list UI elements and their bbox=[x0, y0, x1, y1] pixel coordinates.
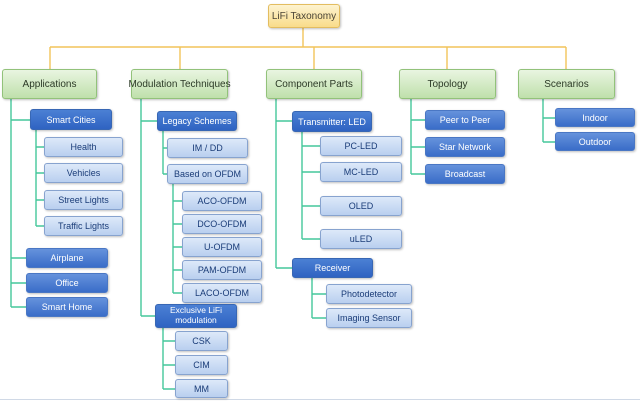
node-uled: uLED bbox=[320, 229, 402, 249]
node-applications: Applications bbox=[2, 69, 97, 99]
node-im-dd: IM / DD bbox=[167, 138, 248, 158]
node-exclusive-lifi-modulation: Exclusive LiFi modulation bbox=[155, 304, 237, 328]
node-component-parts: Component Parts bbox=[266, 69, 362, 99]
node-office: Office bbox=[26, 273, 108, 293]
node-health: Health bbox=[44, 137, 123, 157]
node-legacy-schemes: Legacy Schemes bbox=[157, 111, 237, 131]
node-based-on-ofdm: Based on OFDM bbox=[167, 164, 248, 184]
node-smart-cities: Smart Cities bbox=[30, 109, 112, 130]
node-indoor: Indoor bbox=[555, 108, 635, 127]
node-transmitter-led: Transmitter: LED bbox=[292, 111, 372, 132]
node-oled: OLED bbox=[320, 196, 402, 216]
node-lifi-taxonomy: LiFi Taxonomy bbox=[268, 4, 340, 28]
node-smart-home: Smart Home bbox=[26, 297, 108, 317]
node-peer-to-peer: Peer to Peer bbox=[425, 110, 505, 130]
node-topology: Topology bbox=[399, 69, 496, 99]
node-laco-ofdm: LACO-OFDM bbox=[182, 283, 262, 303]
node-vehicles: Vehicles bbox=[44, 163, 123, 183]
node-pam-ofdm: PAM-OFDM bbox=[182, 260, 262, 280]
node-street-lights: Street Lights bbox=[44, 190, 123, 210]
node-mc-led: MC-LED bbox=[320, 162, 402, 182]
node-u-ofdm: U-OFDM bbox=[182, 237, 262, 257]
node-outdoor: Outdoor bbox=[555, 132, 635, 151]
node-photodetector: Photodetector bbox=[326, 284, 412, 304]
node-broadcast: Broadcast bbox=[425, 164, 505, 184]
node-cim: CIM bbox=[175, 355, 228, 375]
node-mm: MM bbox=[175, 379, 228, 398]
node-star-network: Star Network bbox=[425, 137, 505, 157]
node-imaging-sensor: Imaging Sensor bbox=[326, 308, 412, 328]
node-csk: CSK bbox=[175, 331, 228, 351]
node-aco-ofdm: ACO-OFDM bbox=[182, 191, 262, 211]
node-modulation-techniques: Modulation Techniques bbox=[128, 69, 231, 99]
node-receiver: Receiver bbox=[292, 258, 373, 278]
root-connectors bbox=[49, 28, 567, 69]
node-airplane: Airplane bbox=[26, 248, 108, 268]
node-pc-led: PC-LED bbox=[320, 136, 402, 156]
node-scenarios: Scenarios bbox=[518, 69, 615, 99]
tree-connectors bbox=[10, 99, 555, 390]
canvas-bottom-edge bbox=[0, 399, 640, 400]
node-dco-ofdm: DCO-OFDM bbox=[182, 214, 262, 234]
node-traffic-lights: Traffic Lights bbox=[44, 216, 123, 236]
